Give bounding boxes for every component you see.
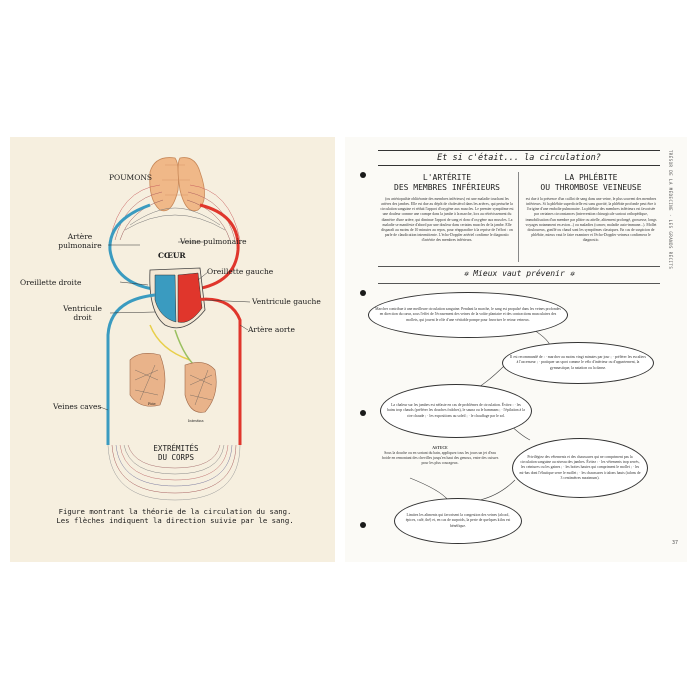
astuce-block: ASTUCE Sous la douche ou en sortant du b…	[380, 446, 500, 467]
label-veine-pulmonaire: Veine pulmonaire	[180, 237, 247, 246]
aorta	[194, 297, 242, 445]
label-artere-aorte: Artère aorte	[248, 325, 295, 334]
intestines	[184, 362, 217, 413]
label-ventricule-droit-2: droit	[73, 313, 92, 322]
binder-hole	[360, 172, 366, 178]
section-rule	[378, 266, 660, 267]
binder-hole	[360, 410, 366, 416]
phlebite-title-line-2: OU THROMBOSE VEINEUSE	[540, 183, 642, 192]
phlebite-body: est due à la présence d'un caillot de sa…	[525, 197, 657, 242]
label-foie: Foie	[148, 402, 156, 406]
label-coeur: CŒUR	[158, 251, 186, 260]
label-extremites-2: DU CORPS	[157, 453, 195, 462]
arterite-title-line-2: DES MEMBRES INFÉRIEURS	[394, 183, 500, 192]
label-oreillette-gauche: Oreillette gauche	[207, 267, 274, 276]
label-intestins: Intestins	[188, 419, 204, 423]
label-ventricule-droit-1: Ventricule	[63, 304, 102, 313]
label-pointers	[99, 241, 251, 411]
organ-capillaries	[134, 364, 213, 406]
label-veines-caves: Veines caves	[53, 402, 102, 411]
label-oreillette-droite: Oreillette droite	[20, 278, 82, 287]
astuce-body: Sous la douche ou en sortant du bain, ap…	[381, 451, 499, 466]
tip-text: Privilégiez des vêtements et des chaussu…	[519, 455, 641, 480]
label-poumons: POUMONS	[109, 173, 153, 182]
caption-line-1: Figure montrant la théorie de la circula…	[58, 507, 292, 516]
binder-hole	[360, 290, 366, 296]
tip-text: La chaleur sur les jambes est néfaste en…	[387, 403, 525, 418]
page-header: Et si c'était... la circulation?	[378, 150, 660, 166]
arterite-body: (ou artériopathie oblitérante des membre…	[380, 197, 514, 242]
pulmonary-vein	[189, 203, 240, 292]
pulmonary-artery	[108, 203, 161, 292]
prevention-subheader: ✲ Mieux vaut prévenir ✲	[463, 269, 575, 278]
page-number: 37	[672, 540, 679, 546]
label-extremites-1: EXTRÉMITÉS	[153, 444, 199, 453]
liver	[129, 353, 166, 407]
tip-bubble: La chaleur sur les jambes est néfaste en…	[380, 384, 532, 438]
tip-bubble: Privilégiez des vêtements et des chaussu…	[512, 438, 648, 498]
label-ventricule-gauche: Ventricule gauche	[252, 297, 321, 306]
label-artere-pulmonaire-1: Artère	[67, 232, 93, 241]
astuce-title: ASTUCE	[432, 446, 448, 450]
lungs	[149, 157, 205, 212]
arterite-title: L'ARTÉRITE DES MEMBRES INFÉRIEURS	[378, 173, 516, 193]
pulmonary-capillaries	[109, 184, 241, 241]
arterite-title-line-1: L'ARTÉRITE	[422, 173, 472, 182]
body-capillaries	[107, 444, 241, 501]
tip-bubble: Limitez les aliments qui favorisent la c…	[394, 498, 522, 544]
heart	[149, 267, 206, 329]
tip-text: Marcher contribue à une meilleure circul…	[375, 307, 561, 322]
caption-line-2: Les flèches indiquent la direction suivi…	[56, 516, 294, 526]
label-artere-pulmonaire-2: pulmonaire	[58, 241, 102, 250]
tip-bubble: Il est recommandé de : · marcher au moin…	[502, 342, 654, 384]
vena-cava	[106, 293, 156, 445]
column-divider	[518, 172, 519, 262]
section-rule	[378, 283, 660, 284]
phlebite-title-line-1: LA PHLÉBITE	[564, 173, 618, 182]
binder-hole	[360, 522, 366, 528]
tip-text: Limitez les aliments qui favorisent la c…	[405, 513, 511, 528]
figure-caption: Figure montrant la théorie de la circula…	[40, 507, 310, 525]
tip-text: Il est recommandé de : · marcher au moin…	[510, 355, 646, 370]
tip-bubble: Marcher contribue à une meilleure circul…	[368, 292, 568, 338]
side-running-title: TRÉSOR DE LA MÉDECINE · LES GRANDS RÉCIT…	[668, 150, 673, 270]
phlebite-title: LA PHLÉBITE OU THROMBOSE VEINEUSE	[522, 173, 660, 193]
